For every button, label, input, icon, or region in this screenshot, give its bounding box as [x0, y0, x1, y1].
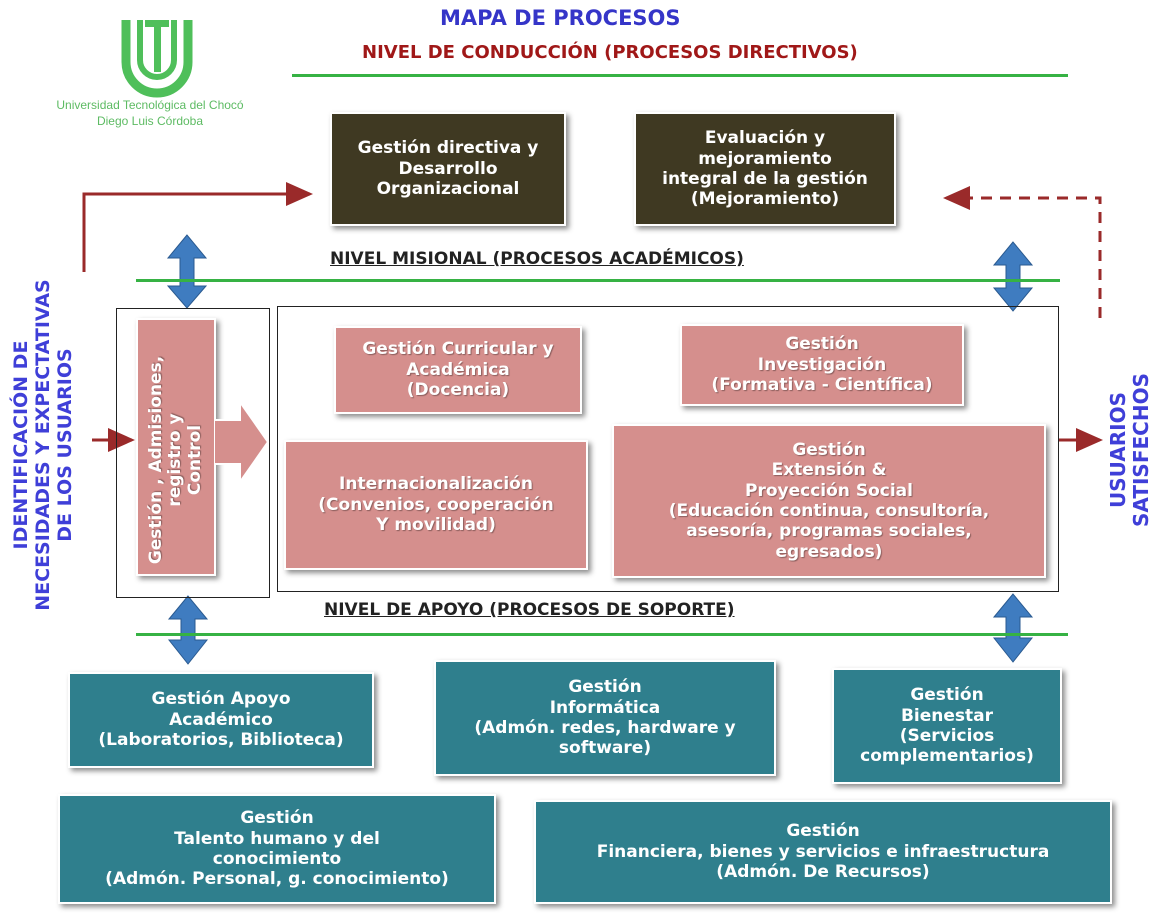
admissions-frame: [116, 308, 270, 598]
misional-frame: [277, 306, 1059, 592]
level-directive-label: NIVEL DE CONDUCCIÓN (PROCESOS DIRECTIVOS…: [362, 42, 858, 63]
double-arrow-top-right: [992, 241, 1034, 312]
double-arrow-top-left: [166, 234, 208, 309]
double-arrow-bottom-left: [167, 595, 209, 665]
level-support-label: NIVEL DE APOYO (PROCESOS DE SOPORTE): [324, 600, 735, 620]
logo-mark: [121, 20, 193, 98]
feedback-dashed-arrow: [943, 186, 1102, 318]
page-title: MAPA DE PROCESOS: [440, 6, 681, 30]
double-arrow-bottom-right: [992, 593, 1034, 663]
admissions-arrow-icon: [214, 400, 270, 484]
directive-divider: [292, 74, 1068, 77]
left-input-arrow: [82, 182, 313, 272]
misional-divider: [136, 279, 1060, 282]
logo-name-line1: Universidad Tecnológica del Chocó: [56, 98, 244, 112]
support-divider: [136, 633, 1068, 636]
admissions-box: [136, 318, 216, 576]
university-logo: Universidad Tecnológica del Chocó Diego …: [20, 10, 280, 140]
logo-name-line2: Diego Luis Córdoba: [96, 114, 204, 128]
internationalization-box: Internacionalización(Convenios, cooperac…: [284, 440, 588, 570]
level-misional-label: NIVEL MISIONAL (PROCESOS ACADÉMICOS): [330, 249, 744, 269]
